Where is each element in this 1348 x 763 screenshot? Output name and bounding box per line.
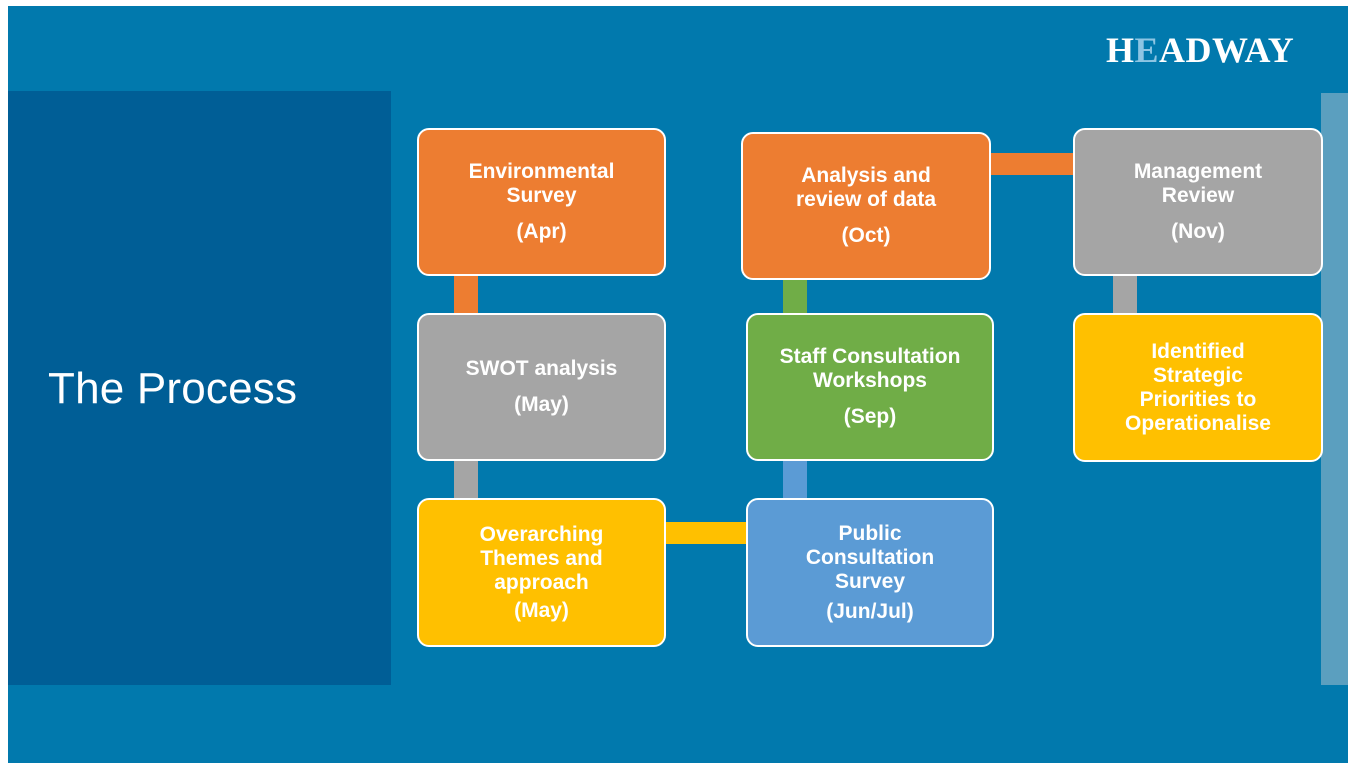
step-label: Overarching Themes and approach [479,522,604,594]
connector-staff-analysis [783,278,807,316]
step-date: (Oct) [841,224,891,247]
step-label: Environmental Survey [468,160,615,207]
slide-title: The Process [48,364,298,413]
step-date: (Nov) [1171,220,1225,243]
step-date: (Apr) [516,220,567,243]
step-analysis-review: Analysis and review of data (Oct) [741,132,991,280]
step-label: Identified Strategic Priorities to Opera… [1125,339,1271,435]
right-accent-strip [1321,93,1348,685]
step-label: Staff Consultation Workshops [779,345,961,392]
step-public-consultation: Public Consultation Survey (Jun/Jul) [746,498,994,647]
step-label: SWOT analysis [465,357,618,380]
step-strategic-priorities: Identified Strategic Priorities to Opera… [1073,313,1323,462]
headway-logo: HEADWAY [1106,30,1295,70]
step-date: (May) [514,393,569,416]
step-date: (Sep) [843,405,897,428]
step-label: Analysis and review of data [795,164,937,211]
connector-analysis-management [990,153,1076,175]
step-management-review: Management Review (Nov) [1073,128,1323,276]
connector-themes-public [664,522,748,544]
step-staff-consultation: Staff Consultation Workshops (Sep) [746,313,994,461]
step-label: Management Review [1133,160,1263,207]
connector-public-staff [783,460,807,502]
step-environmental-survey: Environmental Survey (Apr) [417,128,666,276]
connector-swot-themes [454,460,478,502]
slide: The Process HEADWAY Environmental Survey… [8,6,1348,763]
connector-apr-may [454,274,478,316]
step-swot-analysis: SWOT analysis (May) [417,313,666,461]
step-label: Public Consultation Survey [805,521,935,593]
step-date: (Jun/Jul) [826,599,914,623]
connector-management-priorities [1113,276,1137,316]
step-overarching-themes: Overarching Themes and approach (May) [417,498,666,647]
title-panel [8,91,391,685]
step-date: (May) [514,598,569,622]
